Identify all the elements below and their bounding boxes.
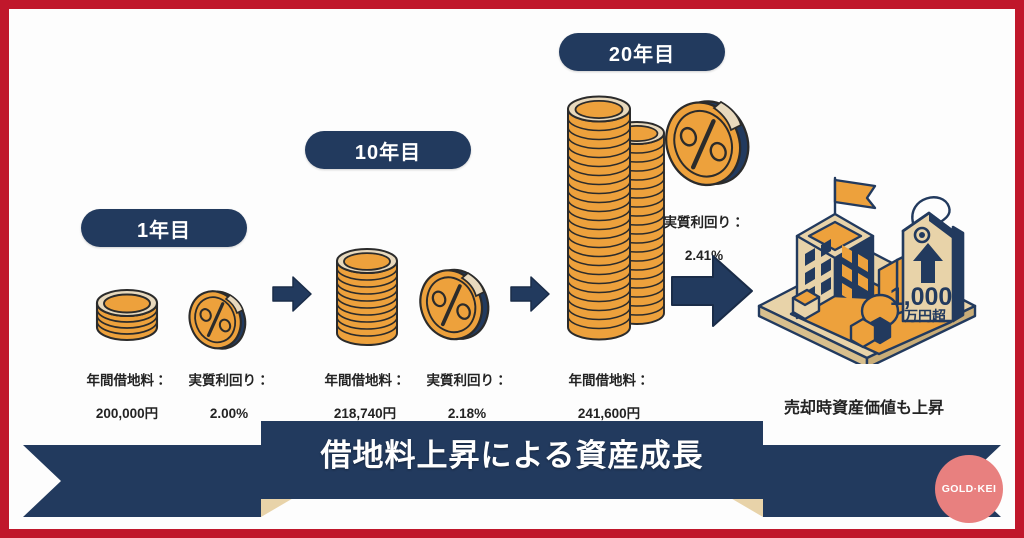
coin-stack-svg: [336, 248, 398, 346]
yield-caption-year-10: 実質利回り： 2.18%: [413, 357, 521, 423]
rent-value: 241,600円: [577, 406, 641, 422]
coin-stack-svg: [95, 288, 159, 342]
percent-coin-icon-year-20: [657, 93, 753, 193]
arrow-right-icon-1: [271, 274, 313, 314]
arrow-right-icon-2: [509, 274, 551, 314]
yield-label: 実質利回り：: [426, 373, 508, 389]
outcome-caption-text: 売却時資産価値も上昇: [783, 399, 944, 417]
arrow-right-svg: [272, 276, 312, 312]
milestone-pill-label: 10年目: [354, 141, 422, 164]
yield-label: 実質利回り：: [188, 373, 270, 389]
yield-value: 2.18%: [447, 406, 487, 422]
banner-ribbon: [9, 413, 1015, 529]
yield-caption-year-1: 実質利回り： 2.00%: [175, 357, 283, 423]
rent-value: 200,000円: [95, 406, 159, 422]
price-tag-amount: 1,000: [890, 283, 953, 311]
milestone-pill-year-20: 20年目: [559, 33, 725, 71]
coin-stack-svg: [567, 95, 665, 341]
percent-coin-icon-year-1: [183, 285, 251, 353]
rent-label: 年間借地料：: [324, 373, 406, 389]
logo-text: GOLD·KEI: [941, 483, 997, 495]
rent-label: 年間借地料：: [568, 373, 650, 389]
percent-coin-svg: [188, 290, 247, 350]
milestone-pill-label: 1年目: [136, 219, 192, 242]
coin-stack-icon-year-10: [331, 243, 403, 353]
price-tag-unit: 万円超: [903, 308, 947, 324]
rent-label: 年間借地料：: [86, 373, 168, 389]
price-tag-svg: 1,000 万円超: [890, 196, 965, 324]
rent-caption-year-10: 年間借地料： 218,740円: [309, 357, 421, 423]
arrow-right-icon-3: [669, 252, 755, 330]
rent-caption-year-20: 年間借地料： 241,600円: [551, 357, 667, 423]
poster-stage: 1年目: [9, 9, 1015, 529]
rent-value: 218,740円: [333, 406, 397, 422]
arrow-right-svg: [671, 255, 753, 327]
milestone-pill-label: 20年目: [608, 43, 676, 66]
coin-stack-icon-year-1: [89, 281, 165, 353]
outcome-caption: 売却時資産価値も上昇: [739, 379, 989, 418]
yield-label: 実質利回り：: [663, 215, 745, 231]
percent-coin-svg: [419, 268, 490, 341]
milestone-pill-year-1: 1年目: [81, 209, 247, 247]
arrow-right-svg: [510, 276, 550, 312]
percent-coin-icon-year-10: [413, 263, 493, 345]
banner-title: 借地料上昇による資産成長: [320, 438, 704, 473]
yield-value: 2.00%: [209, 406, 249, 422]
price-tag-icon: 1,000 万円超: [867, 187, 979, 329]
coin-stack-icon-year-20: [562, 93, 672, 351]
percent-coin-svg: [665, 100, 750, 187]
logo-badge[interactable]: GOLD·KEI: [935, 455, 1003, 523]
banner-ribbon-svg: [23, 421, 1001, 517]
milestone-pill-year-10: 10年目: [305, 131, 471, 169]
rent-caption-year-1: 年間借地料： 200,000円: [71, 357, 183, 423]
